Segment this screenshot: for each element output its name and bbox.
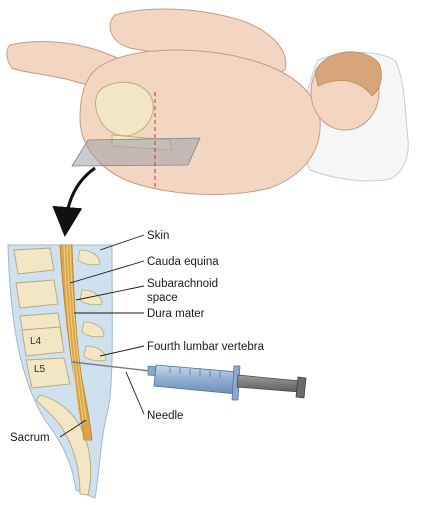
leader-lines (59, 234, 145, 438)
vertebra-l5 (25, 357, 71, 389)
labels: Skin Cauda equina Subarachnoid space Dur… (10, 230, 265, 444)
pelvis-bones (95, 81, 154, 137)
plunger-thumb (295, 376, 307, 399)
label-dura-mater: Dura mater (147, 308, 205, 320)
label-subarachnoid-line1: Subarachnoid (147, 278, 218, 290)
cauda-equina-strands (63, 244, 87, 421)
section-plane (71, 137, 201, 167)
spinous-processes (77, 249, 107, 362)
dura-sac (59, 244, 93, 441)
label-fourth-lumbar-vertebra: Fourth lumbar vertebra (147, 341, 265, 353)
label-subarachnoid-line2: space (147, 292, 178, 304)
needle-and-syringe (71, 361, 307, 401)
vertebra-l4 (21, 326, 65, 357)
hair (314, 51, 382, 97)
syringe-graduations (169, 367, 221, 378)
label-skin: Skin (147, 230, 169, 242)
label-sacrum: Sacrum (10, 432, 50, 444)
sacrum-bone (35, 394, 92, 496)
patient-illustration (6, 8, 409, 237)
fourth-lumbar-spinous (83, 345, 107, 362)
syringe-barrel (153, 364, 239, 395)
section-arrow (52, 166, 96, 237)
needle-shaft (71, 361, 151, 372)
spine-cross-section: L4 L5 (7, 244, 113, 499)
label-cauda-equina: Cauda equina (147, 256, 219, 268)
label-needle: Needle (147, 410, 183, 422)
vertebra-label-l5: L5 (34, 364, 46, 375)
vertebral-bodies (13, 247, 92, 496)
vertebra-label-l4: L4 (30, 336, 42, 347)
syringe-plunger (236, 374, 301, 393)
syringe-flange (231, 365, 241, 401)
